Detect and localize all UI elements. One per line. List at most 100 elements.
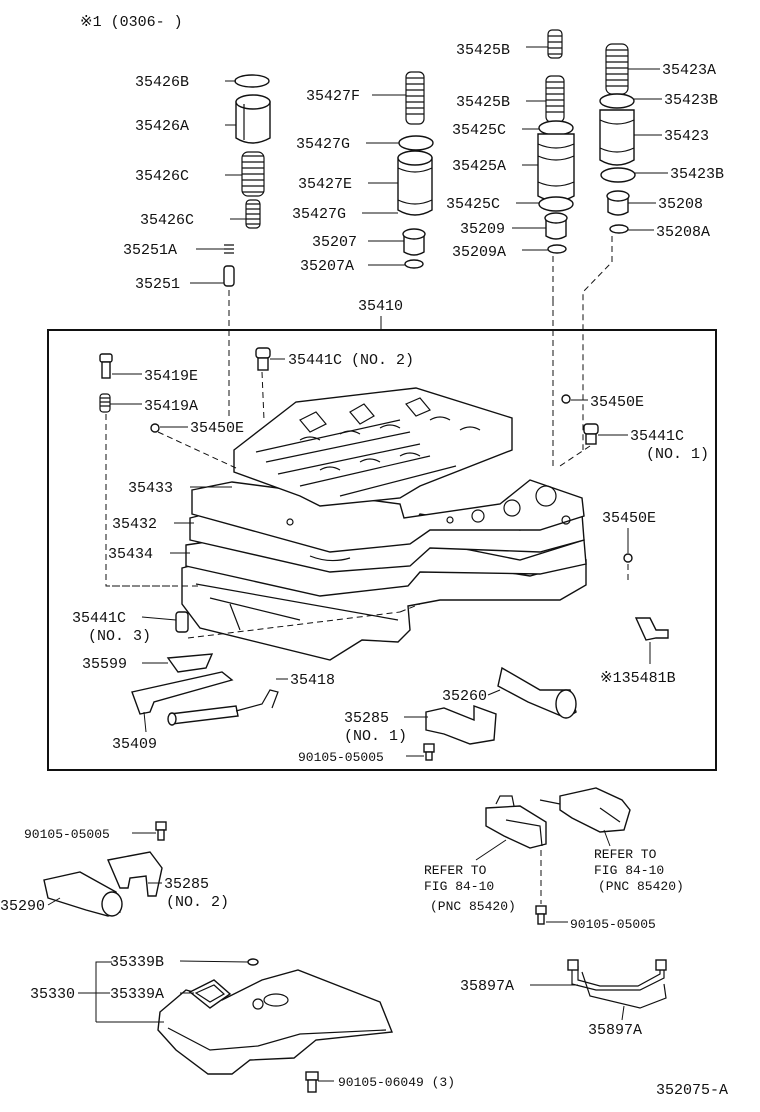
callout-35260: 35260 [442, 688, 487, 705]
callout-35423B: 35423B [664, 92, 718, 109]
callout-35441C-no2: 35441C (NO. 2) [288, 352, 414, 369]
callout-35251A: 35251A [123, 242, 177, 259]
callout-35426B: 35426B [135, 74, 189, 91]
group-label-35410: 35410 [358, 298, 403, 315]
callout-35433: 35433 [128, 480, 173, 497]
callout-35423B-2: 35423B [670, 166, 724, 183]
callout-35418: 35418 [290, 672, 335, 689]
part-35418-manual-valve [167, 689, 279, 726]
callout-35450E-2: 35450E [590, 394, 644, 411]
part-35207-plug [402, 228, 426, 256]
callout-35897A-2: 35897A [588, 1022, 642, 1039]
callout-35209: 35209 [460, 221, 505, 238]
callout-35441C-no1: 35441C [630, 428, 684, 445]
refer-note-1-line1: REFER TO [424, 863, 487, 878]
part-35285-no2-bracket [107, 851, 163, 897]
part-35209A-oring [547, 244, 567, 254]
part-90105-05005-bolt-b [155, 821, 167, 841]
part-35423A-spring [605, 43, 629, 95]
callout-35330: 35330 [30, 986, 75, 1003]
part-35433-gasket-upper [191, 479, 585, 553]
part-35425C-ring [538, 120, 574, 136]
part-35450E-ball-2 [561, 394, 571, 404]
callout-35426C: 35426C [135, 168, 189, 185]
part-35425B-spring-top [547, 29, 563, 59]
callout-90105-06049: 90105-06049 (3) [338, 1075, 455, 1090]
part-35427G-ring [398, 135, 434, 151]
callout-35285-no2: 35285 [164, 876, 209, 893]
callout-35285-no1-sub: (NO. 1) [344, 728, 407, 745]
callout-35425C-2: 35425C [446, 196, 500, 213]
callout-35208A: 35208A [656, 224, 710, 241]
callout-35423: 35423 [664, 128, 709, 145]
part-35423B-ring-lower [600, 167, 636, 183]
part-35897A-pipes [567, 959, 667, 1009]
part-35427E-sleeve [397, 150, 433, 216]
part-35441C-no3-cap [175, 611, 189, 633]
callout-35481B: ※135481B [600, 670, 676, 687]
callout-35434: 35434 [108, 546, 153, 563]
part-35426C-spring-small [245, 199, 261, 229]
callout-35290: 35290 [0, 898, 45, 915]
part-35425A-sleeve [537, 133, 575, 202]
callout-35427G-2: 35427G [292, 206, 346, 223]
part-35290-solenoid [43, 871, 123, 917]
part-35441C-no1-cap [583, 423, 599, 445]
part-35330-oil-strainer [157, 969, 393, 1075]
part-90105-05005-bolt-c [535, 905, 547, 925]
callout-35425A: 35425A [452, 158, 506, 175]
callout-35432: 35432 [112, 516, 157, 533]
callout-35426A: 35426A [135, 118, 189, 135]
part-90105-06049-bolt [305, 1071, 319, 1093]
callout-35897A: 35897A [460, 978, 514, 995]
header-note: ※1 (0306- ) [80, 14, 183, 31]
refer-note-2-line1: REFER TO [594, 847, 657, 862]
part-35441C-no2-cap [255, 347, 271, 371]
callout-35427F: 35427F [306, 88, 360, 105]
callout-35251: 35251 [135, 276, 180, 293]
part-35208A-oring [609, 224, 629, 234]
callout-35450E-3: 35450E [602, 510, 656, 527]
callout-35285-no2-sub: (NO. 2) [166, 894, 229, 911]
callout-35427G: 35427G [296, 136, 350, 153]
callout-35419E: 35419E [144, 368, 198, 385]
refer-note-1-line3: (PNC 85420) [430, 899, 516, 914]
callout-35285-no1: 35285 [344, 710, 389, 727]
callout-35427E: 35427E [298, 176, 352, 193]
part-35426A-sleeve [235, 94, 271, 144]
callout-35441C-no3-sub: (NO. 3) [88, 628, 151, 645]
part-solenoid-ref-left [485, 795, 547, 849]
part-35423B-ring [599, 93, 635, 109]
callout-35339A: 35339A [110, 986, 164, 1003]
callout-35423A: 35423A [662, 62, 716, 79]
callout-35441C-no3: 35441C [72, 610, 126, 627]
part-35339A-gasket [188, 979, 232, 1009]
callout-35426C-2: 35426C [140, 212, 194, 229]
part-35209-plug [544, 212, 568, 240]
callout-35208: 35208 [658, 196, 703, 213]
part-35426C-spring [241, 151, 265, 197]
refer-note-2-line3: (PNC 85420) [598, 879, 684, 894]
callout-35599: 35599 [82, 656, 127, 673]
part-valve-body-upper [233, 387, 513, 507]
part-35481B-bracket [634, 617, 669, 641]
part-35260-solenoid [497, 666, 577, 719]
part-35427F-spring [405, 71, 425, 125]
callout-35207A: 35207A [300, 258, 354, 275]
callout-35339B: 35339B [110, 954, 164, 971]
part-35425B-spring [545, 75, 565, 123]
refer-note-1-line2: FIG 84-10 [424, 879, 494, 894]
part-35207A-oring [404, 259, 424, 269]
part-35426B-seal [234, 74, 270, 88]
part-35425C-ring-lower [538, 196, 574, 212]
callout-35419A: 35419A [144, 398, 198, 415]
part-90105-05005-bolt-a [423, 743, 435, 761]
part-35208-plug [606, 190, 630, 216]
callout-35450E-1: 35450E [190, 420, 244, 437]
part-35599-plate [166, 653, 214, 673]
callout-35425C: 35425C [452, 122, 506, 139]
callout-35425B: 35425B [456, 42, 510, 59]
part-35450E-ball-1 [150, 423, 160, 433]
callout-90105-05005-b: 90105-05005 [24, 827, 110, 842]
part-35339B-seal [247, 958, 259, 966]
